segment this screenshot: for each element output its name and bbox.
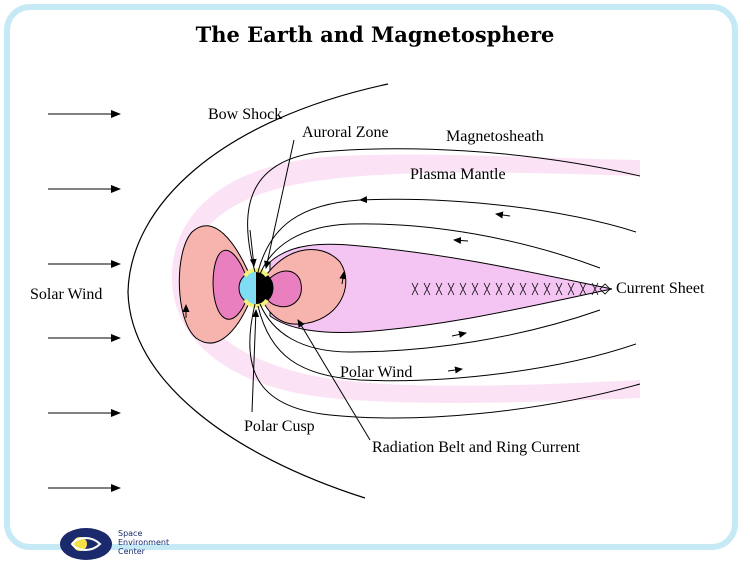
logo-text-line-1: Space (118, 529, 143, 538)
aurora-south (243, 298, 269, 308)
tail-arrow-3 (451, 331, 467, 338)
ring-current-dayside (212, 249, 251, 320)
diagram-title: The Earth and Magnetosphere (195, 22, 555, 47)
auroral-zone-pointer-2 (249, 229, 257, 267)
field-line-south-2 (257, 305, 637, 382)
earth-night-side (256, 271, 273, 305)
tail-arrow-2 (453, 237, 469, 244)
radiation-belt-pointer (297, 319, 371, 441)
label-current-sheet: Current Sheet (616, 280, 705, 297)
logo-text-line-3: Center (118, 547, 145, 556)
label-plasma-mantle: Plasma Mantle (410, 166, 506, 183)
auroral-zone-pointer (264, 139, 295, 269)
label-magnetosheath: Magnetosheath (446, 128, 544, 145)
label-auroral-zone: Auroral Zone (302, 124, 389, 141)
belt-arrow-2 (339, 271, 347, 285)
plasma-sheet (269, 243, 613, 333)
magnetopause-line (247, 148, 641, 419)
polar-cusp-pointer (251, 309, 260, 413)
label-polar-wind: Polar Wind (340, 364, 413, 381)
tail-arrow-4 (447, 366, 463, 374)
aurora-north (243, 268, 269, 278)
field-line-north-2 (259, 223, 601, 275)
label-polar-cusp: Polar Cusp (244, 418, 315, 435)
current-sheet-marks (411, 282, 611, 296)
field-line-south-1 (259, 303, 601, 353)
solar-wind-arrows (48, 110, 121, 492)
tail-arrow-1 (495, 211, 511, 219)
field-line-north-1 (257, 196, 637, 273)
label-bow-shock: Bow Shock (208, 106, 283, 123)
sec-logo-emblem (60, 528, 112, 560)
bow-shock-line (127, 83, 389, 499)
label-solar-wind: Solar Wind (30, 286, 103, 303)
label-radiation-belt: Radiation Belt and Ring Current (372, 439, 580, 456)
logo-text-line-2: Environment (118, 538, 170, 547)
sec-logo: Space Environment Center (58, 526, 188, 562)
